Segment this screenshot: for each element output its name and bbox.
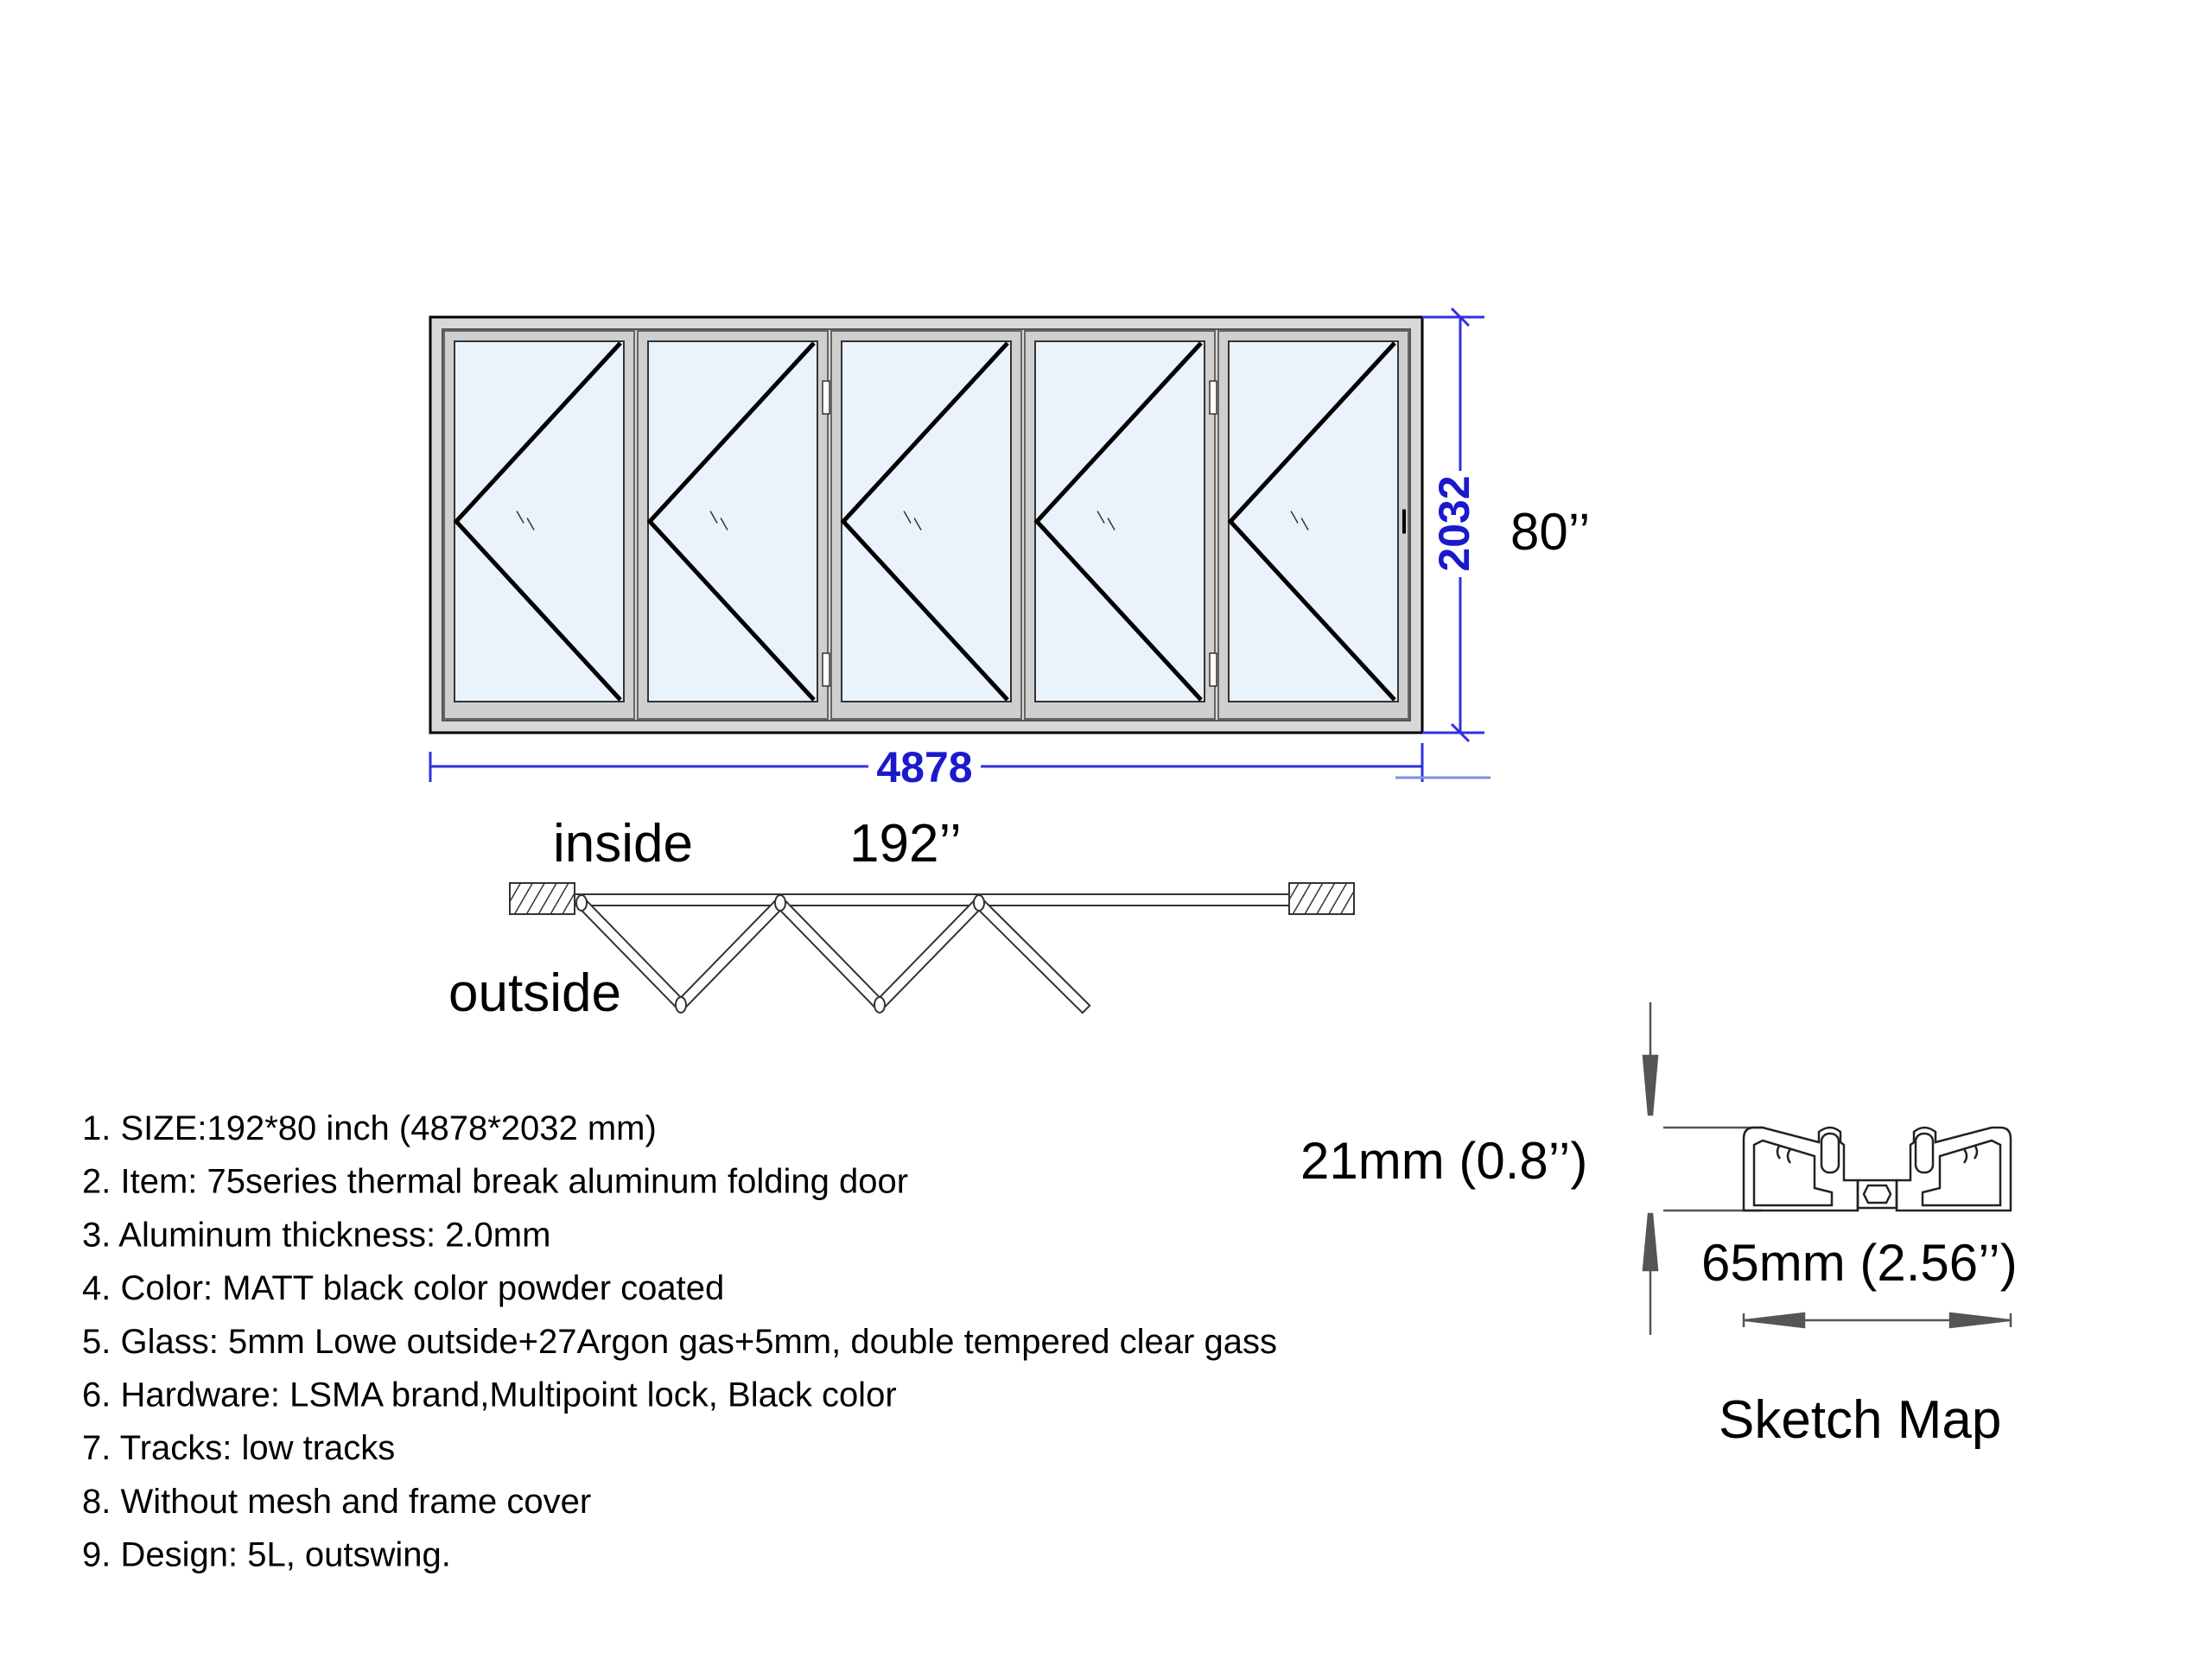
pivot-hinge (774, 894, 786, 912)
profile-height-label: 21mm (0.8’’) (1300, 1132, 1587, 1190)
hinge-icon (1209, 380, 1217, 415)
hinge-icon (1209, 652, 1217, 687)
spec-item: 7. Tracks: low tracks (82, 1429, 395, 1467)
folded-panel (775, 898, 885, 1010)
door-panel (1024, 330, 1217, 720)
height-dimension (1422, 307, 1484, 743)
opening-direction-chevron (1227, 341, 1396, 702)
glass-pane (1228, 340, 1399, 702)
glass-reflection-mark (1290, 511, 1299, 524)
height-inches-label: 80’’ (1510, 503, 1590, 561)
width-dimension-label: 4878 (876, 743, 972, 791)
outside-label: outside (448, 963, 621, 1023)
glass-pane (1034, 340, 1205, 702)
door-panel (637, 330, 830, 720)
glass-pane (841, 340, 1012, 702)
glass-reflection-mark (913, 518, 922, 531)
glass-reflection-mark (1300, 518, 1309, 531)
door-panel (1217, 330, 1409, 720)
glass-reflection-mark (903, 511, 912, 524)
left-wall (509, 882, 575, 915)
glass-reflection-mark (516, 511, 524, 524)
spec-item: 4. Color: MATT black color powder coated (82, 1269, 724, 1307)
opening-direction-chevron (646, 341, 816, 702)
folded-panel (874, 898, 984, 1010)
spec-item: 3. Aluminum thickness: 2.0mm (82, 1216, 550, 1254)
opening-direction-chevron (1033, 341, 1203, 702)
pivot-hinge (973, 894, 985, 912)
spec-list: 1. SIZE:192*80 inch (4878*2032 mm) 2. Ite… (82, 1109, 1277, 1574)
door-panel (830, 330, 1022, 720)
profile-width-dimension (1742, 1312, 2012, 1329)
spec-item: 1. SIZE:192*80 inch (4878*2032 mm) (82, 1109, 657, 1147)
glass-pane (647, 340, 818, 702)
spec-item: 6. Hardware: LSMA brand,Multipoint lock,… (82, 1376, 897, 1414)
pivot-hinge (575, 894, 588, 912)
spec-item: 5. Glass: 5mm Lowe outside+27Argon gas+5… (82, 1323, 1277, 1361)
height-dimension-label: 2032 (1430, 475, 1478, 571)
glass-reflection-mark (1096, 511, 1105, 524)
folded-panel (676, 898, 785, 1010)
handle-icon (1402, 509, 1406, 534)
glass-reflection-mark (720, 518, 728, 531)
right-wall (1288, 882, 1355, 915)
hinge-icon (822, 652, 830, 687)
spec-item: 9. Design: 5L, outswing. (82, 1536, 451, 1574)
opening-direction-chevron (453, 341, 622, 702)
pivot-hinge (874, 996, 886, 1014)
pivot-hinge (675, 996, 687, 1014)
door-panel (443, 330, 635, 720)
spec-item: 8. Without mesh and frame cover (82, 1483, 591, 1521)
sketch-map-caption: Sketch Map (1719, 1390, 2001, 1450)
glass-reflection-mark (1107, 518, 1116, 531)
glass-reflection-mark (709, 511, 718, 524)
spec-item: 2. Item: 75series thermal break aluminum… (82, 1163, 908, 1201)
plan-view (509, 882, 1355, 1014)
glass-pane (454, 340, 625, 702)
plan-width-label: 192’’ (849, 814, 962, 874)
glass-reflection-mark (526, 518, 535, 531)
folded-panel (974, 898, 1091, 1014)
profile-section-icon (1742, 1126, 2012, 1212)
opening-direction-chevron (840, 341, 1009, 702)
width-dimension (429, 743, 1491, 782)
inside-label: inside (553, 814, 693, 874)
door-elevation (429, 315, 1424, 734)
profile-width-label: 65mm (2.56’’) (1701, 1234, 2018, 1292)
hinge-icon (822, 380, 830, 415)
